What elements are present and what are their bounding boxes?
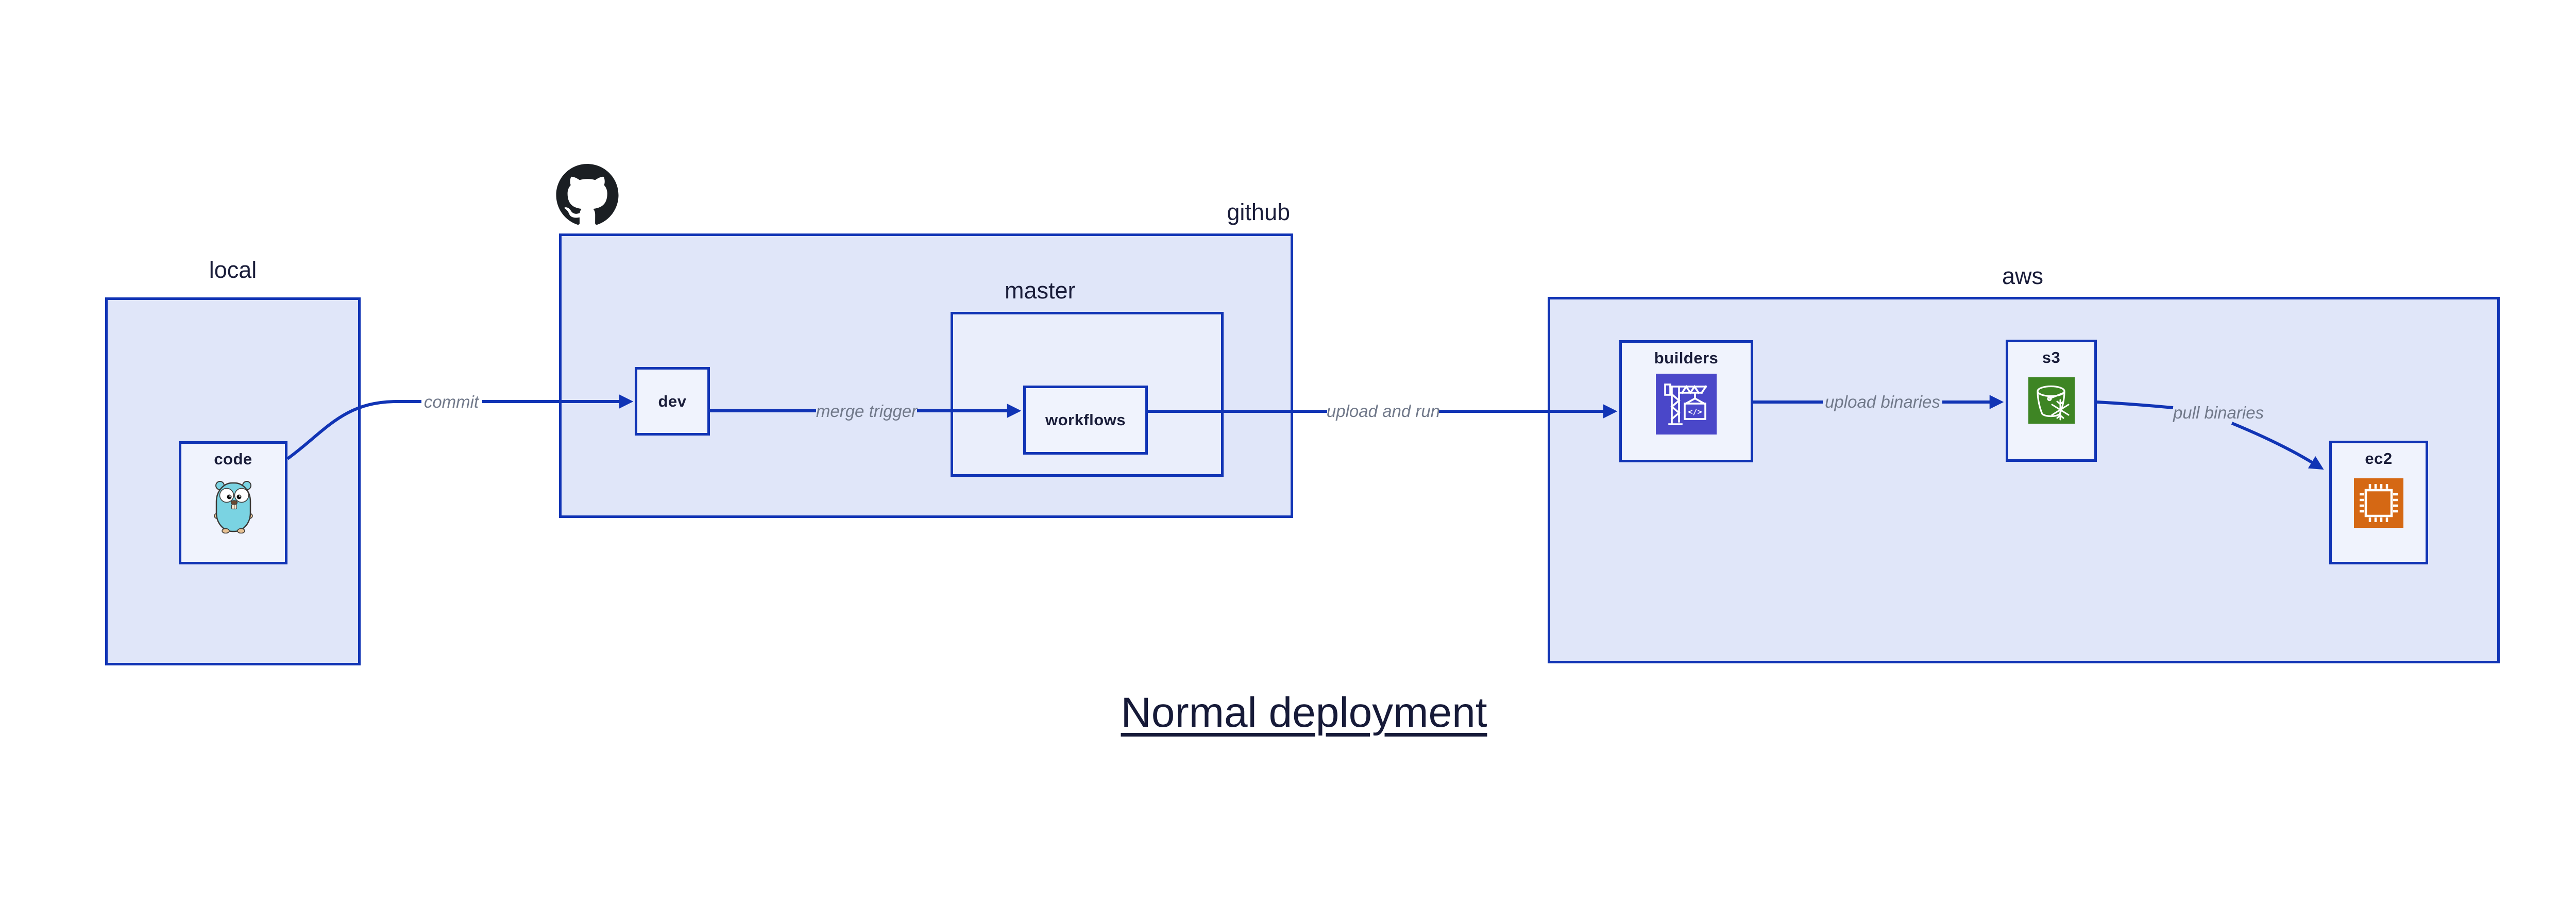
build-crane-icon: </> — [1656, 374, 1717, 435]
node-builders: builders </> — [1619, 340, 1753, 462]
edge-label-merge-trigger: merge trigger — [816, 402, 918, 421]
node-code: code — [179, 441, 287, 564]
diagram-title: Normal deployment — [1121, 689, 1487, 736]
builders-icon-code-glyph: </> — [1688, 407, 1702, 416]
edge-label-commit: commit — [423, 392, 479, 411]
aws-container-label: aws — [2002, 263, 2044, 289]
node-ec2: ec2 — [2329, 441, 2428, 564]
node-ec2-label: ec2 — [2365, 449, 2393, 467]
node-builders-label: builders — [1654, 349, 1719, 367]
node-s3: s3 — [2006, 340, 2097, 462]
edge-label-pull-binaries: pull binaries — [2173, 403, 2264, 422]
ec2-chip-icon — [2354, 478, 2403, 528]
master-container-label: master — [1005, 277, 1076, 304]
s3-bucket-icon — [2028, 377, 2075, 424]
node-workflows: workflows — [1023, 386, 1148, 455]
node-code-label: code — [214, 450, 252, 468]
local-container-label: local — [209, 257, 257, 283]
go-gopher-icon — [213, 479, 253, 533]
github-container-label: github — [1227, 199, 1290, 225]
node-s3-label: s3 — [2042, 348, 2061, 366]
edge-label-upload-and-run: upload and run — [1326, 402, 1440, 421]
github-octocat-icon — [556, 164, 619, 225]
edge-label-upload-binaries: upload binaries — [1825, 392, 1940, 411]
node-workflows-label: workflows — [1045, 411, 1126, 429]
node-dev: dev — [635, 367, 710, 436]
node-dev-label: dev — [658, 392, 687, 410]
